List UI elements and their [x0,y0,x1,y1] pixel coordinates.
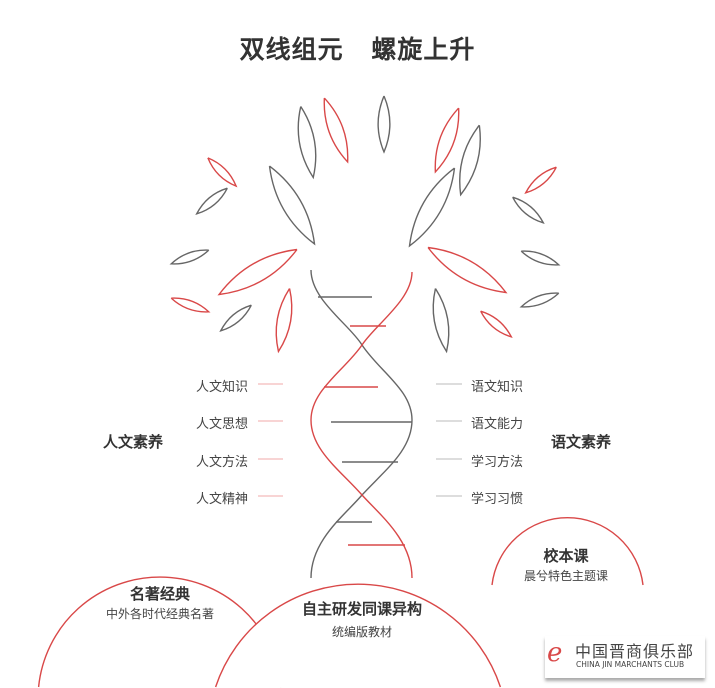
helix-strand-gray [310,269,413,579]
leaf-icon [401,163,462,250]
left-item: 人文方法 [196,455,249,470]
leaf-icon [453,123,486,196]
arc-right [491,517,644,586]
left-item: 人文知识 [196,380,249,395]
bottom-left-title: 名著经典 [129,585,191,603]
bottom-center-title: 自主研发同课异构 [301,600,423,618]
logo-mark-icon: e [547,638,563,668]
leaf-icon [170,246,210,268]
leaf-icon [423,239,510,300]
connector-lines [258,383,462,497]
leaf-icon [520,289,560,311]
leaf-icon [378,96,390,152]
leaf-icon [478,308,514,340]
left-group-label: 人文素养 [103,433,164,451]
leaf-icon [429,287,453,352]
helix-strand-red [310,271,413,579]
bottom-center-subtitle: 统编版教材 [331,625,393,639]
leaf-icon [293,105,320,179]
page-title: 双线组元 螺旋上升 [239,35,476,64]
leaf-icon [429,106,466,175]
leaf-icon [194,185,230,217]
leaf-icon [214,241,301,302]
right-item: 语文知识 [471,380,524,395]
club-logo: e 中国晋商俱乐部 CHINA JIN MARCHANTS CLUB [545,636,705,678]
right-item: 学习方法 [471,455,524,470]
leaf-icon [510,194,546,226]
leaf-icon [205,155,239,189]
arc-center [214,583,502,688]
leaf-icon [523,164,559,196]
right-item: 学习习惯 [471,492,524,507]
dna-helix [310,269,413,579]
right-group-label: 语文素养 [551,433,612,451]
bottom-left-subtitle: 中外各时代经典名著 [105,607,215,621]
leaf-icon [272,287,296,352]
leaves [170,96,560,353]
leaf-icon [170,294,210,316]
leaf-icon [318,96,355,165]
left-item: 人文精神 [196,492,249,507]
leaf-icon [218,302,254,334]
bottom-right-title: 校本课 [543,547,589,565]
bottom-right-subtitle: 晨兮特色主题课 [523,569,609,583]
left-item: 人文思想 [196,417,249,432]
leaf-icon [520,247,560,269]
bottom-arcs [37,517,644,688]
logo-english: CHINA JIN MARCHANTS CLUB [576,660,685,669]
logo-chinese: 中国晋商俱乐部 [575,642,695,661]
right-item: 语文能力 [471,417,524,432]
